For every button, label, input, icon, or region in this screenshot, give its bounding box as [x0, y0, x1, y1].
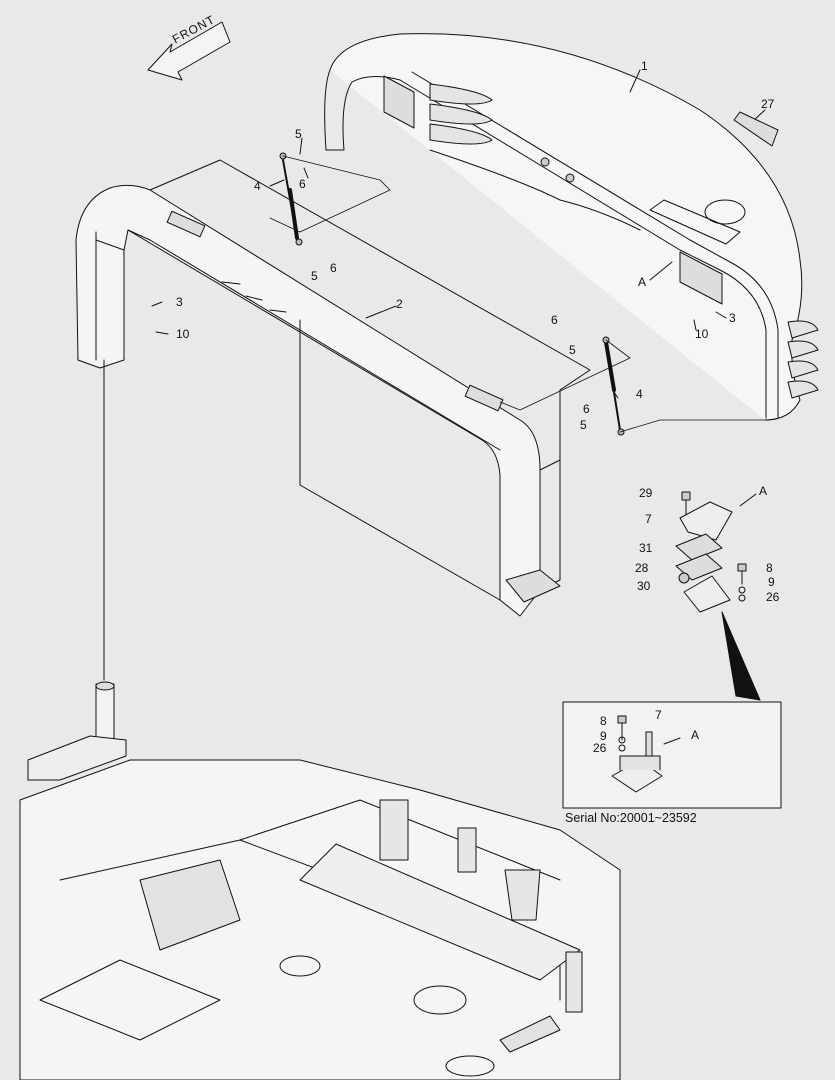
detail-callout-8: 8 — [766, 561, 773, 575]
callout-2: 2 — [396, 297, 403, 311]
hood-frame — [75, 159, 591, 617]
callout-6: 6 — [551, 313, 558, 327]
callout-27: 27 — [761, 97, 775, 111]
decal-27 — [733, 111, 779, 147]
detail-callout-30: 30 — [637, 579, 651, 593]
callout-5: 5 — [295, 127, 302, 141]
inset-callout-7: 7 — [655, 708, 662, 722]
hinge-detail-exploded — [675, 491, 757, 613]
callout-1: 1 — [641, 59, 648, 73]
machine-frame — [19, 759, 621, 1080]
inset-box — [562, 701, 782, 809]
callout-10: 10 — [695, 327, 709, 341]
inset-callout-8: 8 — [600, 714, 607, 728]
engine-hood — [324, 33, 819, 421]
callout-3: 3 — [729, 311, 736, 325]
callout-10: 10 — [176, 327, 190, 341]
inset-hinge — [611, 715, 681, 793]
front-arrow-icon — [147, 21, 231, 81]
detail-callout-29: 29 — [639, 486, 653, 500]
callout-6: 6 — [299, 177, 306, 191]
inset-callout-9: 9 — [600, 729, 607, 743]
support-post — [27, 359, 127, 781]
callout-A: A — [638, 275, 647, 289]
callout-3: 3 — [176, 295, 183, 309]
detail-callout-A: A — [759, 484, 768, 498]
callout-5: 5 — [580, 418, 587, 432]
callout-6: 6 — [330, 261, 337, 275]
detail-callout-26: 26 — [766, 590, 780, 604]
detail-callout-7: 7 — [645, 512, 652, 526]
detail-callout-31: 31 — [639, 541, 653, 555]
callout-5: 5 — [311, 269, 318, 283]
serial-caption: Serial No:20001~23592 — [565, 811, 697, 825]
callout-4: 4 — [254, 179, 261, 193]
inset-callout-26: 26 — [593, 741, 607, 755]
detail-callout-28: 28 — [635, 561, 649, 575]
inset-callout-A: A — [691, 728, 700, 742]
callout-6: 6 — [583, 402, 590, 416]
gas-spring-lower — [602, 336, 625, 436]
detail-callout-9: 9 — [768, 575, 775, 589]
callout-5: 5 — [569, 343, 576, 357]
callout-4: 4 — [636, 387, 643, 401]
pointer-triangle-icon — [721, 611, 761, 701]
